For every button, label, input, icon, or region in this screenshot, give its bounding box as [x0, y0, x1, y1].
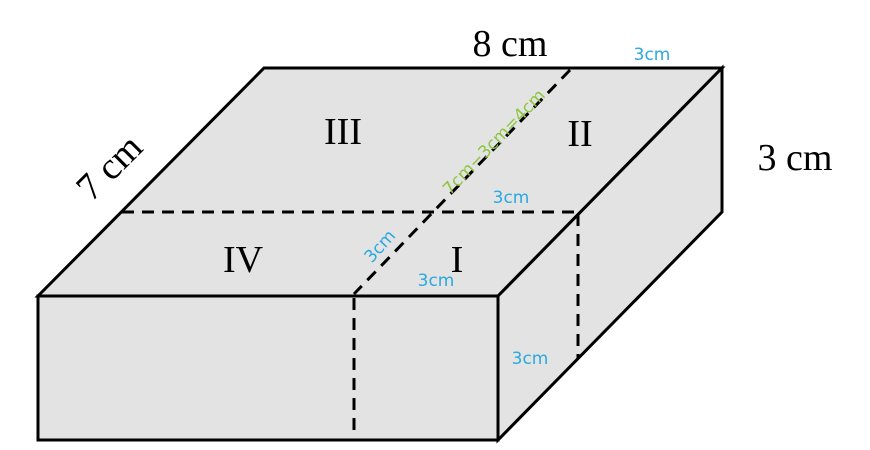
annotation-front-3cm: 3cm [418, 271, 455, 291]
top-length-label: 8 cm [473, 23, 548, 65]
front-face [36, 294, 500, 442]
region-label-ii: II [567, 113, 592, 155]
dashed-lines [122, 68, 580, 438]
region-label-i: I [451, 239, 464, 281]
annotation-top-right-3cm: 3cm [634, 45, 671, 65]
height-label: 3 cm [758, 137, 833, 179]
region-label-iv: IV [223, 239, 264, 281]
dashed-line-top-diagonal [352, 68, 572, 296]
right-side-face [496, 64, 724, 444]
annotation-mid-3cm: 3cm [493, 188, 530, 208]
annotation-side-3cm: 3cm [512, 349, 549, 369]
region-label-iii: III [324, 111, 362, 153]
